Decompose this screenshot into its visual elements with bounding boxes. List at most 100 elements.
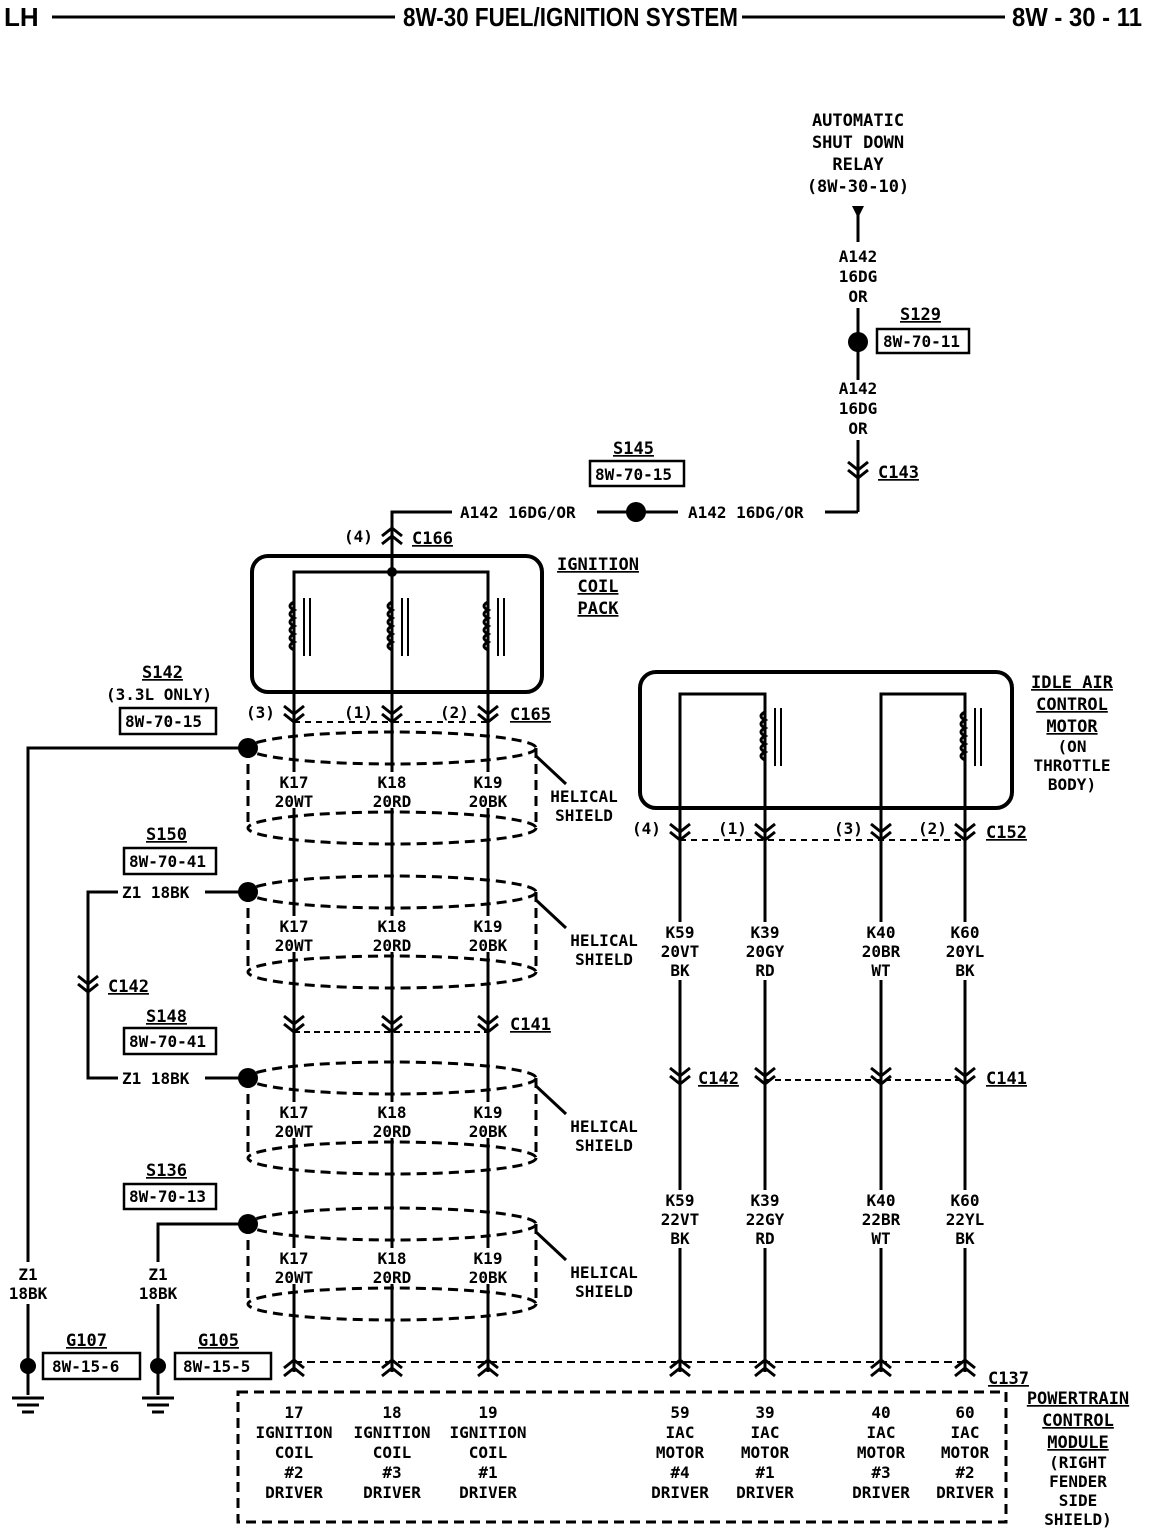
pcm-pin-function: COIL [275, 1443, 314, 1462]
pcm-pin-function: IGNITION [353, 1423, 430, 1442]
pcm-pin-function: DRIVER [852, 1483, 910, 1502]
helical-shield-label: SHIELD [575, 1282, 633, 1301]
wire-gauge-color-label: 20WT [275, 1268, 314, 1287]
label-line: CONTROL [1036, 695, 1108, 715]
asd-relay-label: AUTOMATIC SHUT DOWN RELAY (8W-30-10) [807, 111, 909, 197]
pcm-pin-function: DRIVER [736, 1483, 794, 1502]
helical-shield-label: HELICAL [570, 931, 637, 950]
ground-g105-ref-box[interactable] [173, 1351, 273, 1381]
wire-gauge-color: 16DG [839, 399, 878, 418]
connector-c141-label[interactable]: C141 [510, 1015, 551, 1035]
wire-gauge-color: 18BK [9, 1284, 48, 1303]
wire-label-a142-left: A142 16DG/OR [460, 503, 576, 522]
iac-winding-a [678, 692, 767, 820]
pcm-pin-function: IGNITION [449, 1423, 526, 1442]
connector-c141-right-label[interactable]: C141 [986, 1069, 1027, 1089]
wire-a142-to-c166 [390, 510, 452, 572]
pcm-pin-number: 40 [871, 1403, 890, 1422]
wire-label: 22GY [746, 1210, 785, 1229]
splice-s142-ref-box[interactable] [118, 706, 218, 736]
pcm-pins: 17IGNITIONCOIL#2DRIVER18IGNITIONCOIL#3DR… [255, 1403, 994, 1502]
splice-s136-ref[interactable]: 8W-70-13 [129, 1187, 206, 1206]
wire-label: 20BR [862, 942, 901, 961]
connector-c142-left-label[interactable]: C142 [108, 977, 149, 997]
shield-bottom-ellipse [246, 1286, 538, 1322]
wire-label-a142-upper: A142 16DG OR [839, 247, 878, 306]
pcm-pin-function: #1 [755, 1463, 774, 1482]
label-bg [741, 1190, 789, 1248]
splice-s150-ref-box[interactable] [122, 846, 218, 876]
connector-c152-pin-label: (4) [632, 819, 661, 838]
wire-label: 22YL [946, 1210, 985, 1229]
wire-label: 20GY [746, 942, 785, 961]
wire-label: K40 [867, 1191, 896, 1210]
splice-s150-ref[interactable]: 8W-70-41 [129, 852, 206, 871]
wire-label-a142-lower: A142 16DG OR [839, 379, 878, 438]
label-bg [366, 1248, 418, 1284]
splice-s148-ref[interactable]: 8W-70-41 [129, 1032, 206, 1051]
ground-g107-ref[interactable]: 8W-15-6 [52, 1357, 119, 1376]
splice-s142-note: (3.3L ONLY) [106, 685, 212, 704]
wire-gauge-color-label: 20WT [275, 1122, 314, 1141]
pcm-pin-number: 60 [955, 1403, 974, 1422]
pcm-pin-function: DRIVER [265, 1483, 323, 1502]
splice-s129-ref-box[interactable] [875, 327, 971, 355]
splice-s145-ref-box[interactable] [588, 459, 686, 488]
pcm-pin-function: #3 [871, 1463, 890, 1482]
connector-c166-label[interactable]: C166 [412, 529, 453, 549]
connector-c165-label[interactable]: C165 [510, 705, 551, 725]
splice-s136-ref-box[interactable] [122, 1182, 218, 1211]
wire-label: K39 [751, 923, 780, 942]
splice-s142-ref[interactable]: 8W-70-15 [125, 712, 202, 731]
connector-c142-right-label[interactable]: C142 [698, 1069, 739, 1089]
idle-air-control-motor-label: IDLE AIR CONTROL MOTOR (ON THROTTLE BODY… [1031, 673, 1114, 794]
ignition-coil-pack-label: IGNITION COIL PACK [557, 555, 639, 619]
connector-c152-label[interactable]: C152 [986, 823, 1027, 843]
ground-g105-ref[interactable]: 8W-15-5 [183, 1357, 250, 1376]
pcm-box[interactable] [236, 1390, 1008, 1524]
ground-g107-ref-box[interactable] [41, 1351, 142, 1381]
asd-relay-line-1: AUTOMATIC [812, 111, 904, 131]
wire-circuit-label: K18 [378, 773, 407, 792]
label-bg [741, 922, 789, 980]
wire-gauge-color-label: 20RD [373, 792, 412, 811]
ignition-coil-pack-box[interactable] [250, 554, 544, 694]
wire-circuit-label: K19 [474, 917, 503, 936]
asd-relay-ref[interactable]: (8W-30-10) [807, 177, 909, 197]
wire-circuit: Z1 [148, 1265, 167, 1284]
coil-pack-junction [387, 567, 397, 577]
wire-gauge-color: 18BK [139, 1284, 178, 1303]
label-bg [462, 1102, 514, 1138]
wire-label: K39 [751, 1191, 780, 1210]
label-line: MODULE [1047, 1433, 1108, 1453]
page-header: LH 8W-30 FUEL/IGNITION SYSTEM 8W - 30 - … [4, 2, 1142, 32]
wire-z1-s142 [26, 746, 248, 1262]
splice-s148-ref-box[interactable] [122, 1026, 218, 1056]
wire-tracer: OR [848, 419, 868, 438]
label-note: (ON [1058, 737, 1087, 756]
wire-z1-s136 [156, 1222, 248, 1262]
pcm-pin-function: MOTOR [857, 1443, 906, 1462]
helical-shield-label: HELICAL [550, 787, 617, 806]
wire-gauge-color-label: 20BK [469, 792, 508, 811]
wire-circuit: A142 [839, 379, 878, 398]
ground-icon [10, 1396, 46, 1414]
splice-s145-ref[interactable]: 8W-70-15 [595, 465, 672, 484]
connector-c143-label[interactable]: C143 [878, 463, 919, 483]
idle-air-control-motor-box[interactable] [638, 670, 1014, 810]
wire-tracer: OR [848, 287, 868, 306]
splice-s129-ref[interactable]: 8W-70-11 [883, 332, 960, 351]
pcm-pin-function: MOTOR [656, 1443, 705, 1462]
label-bg [268, 1248, 320, 1284]
connector-c137-label[interactable]: C137 [988, 1369, 1029, 1389]
label-line: POWERTRAIN [1027, 1389, 1129, 1409]
shield-leader-arrow [534, 898, 568, 930]
shield-leader-arrow [534, 1230, 568, 1262]
splice-s142-id: S142 [142, 663, 183, 683]
wire-label: 20VT [661, 942, 700, 961]
label-note: (RIGHT [1049, 1453, 1107, 1472]
